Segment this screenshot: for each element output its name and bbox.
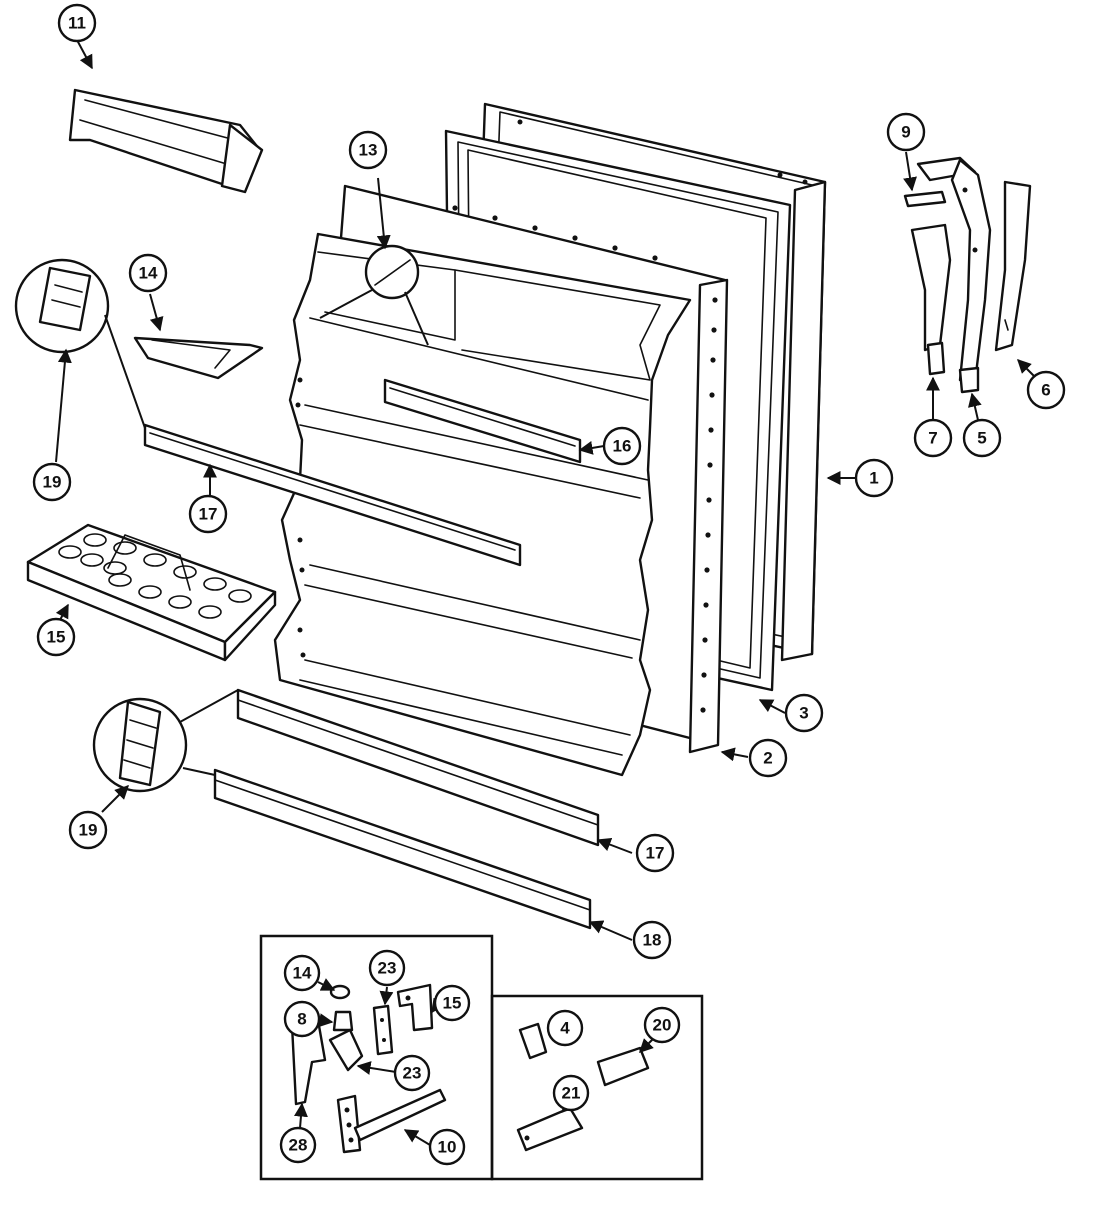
callout-10: 10	[428, 1128, 466, 1166]
svg-text:20: 20	[653, 1016, 672, 1035]
callout-8: 8	[283, 1000, 321, 1038]
svg-text:9: 9	[901, 123, 910, 142]
shelf-bar-upper-17	[143, 423, 522, 567]
callout-15: 15	[36, 617, 76, 657]
callout-9: 9	[886, 112, 926, 152]
svg-text:16: 16	[613, 437, 632, 456]
svg-text:6: 6	[1041, 381, 1050, 400]
hinge-cover-7	[910, 223, 952, 376]
svg-text:21: 21	[562, 1084, 581, 1103]
svg-text:8: 8	[297, 1010, 306, 1029]
callout-23-bottom: 23	[393, 1054, 431, 1092]
leader-lines	[55, 39, 1037, 941]
svg-text:23: 23	[378, 959, 397, 978]
callout-3: 3	[784, 693, 824, 733]
hinge-bracket-5	[950, 158, 992, 394]
svg-text:13: 13	[359, 141, 378, 160]
egg-tray	[26, 523, 277, 662]
svg-text:1: 1	[869, 469, 878, 488]
hinge-cover-6	[994, 180, 1032, 352]
butter-tray	[133, 336, 264, 380]
callout-2: 2	[748, 738, 788, 778]
callout-17-upper: 17	[188, 494, 228, 534]
callout-17-lower: 17	[635, 833, 675, 873]
svg-text:28: 28	[289, 1136, 308, 1155]
callout-13: 13	[348, 130, 388, 170]
callout-14-inset: 14	[283, 954, 321, 992]
callout-15-inset: 15	[433, 984, 471, 1022]
callout-18: 18	[632, 920, 672, 960]
callout-6: 6	[1026, 370, 1066, 410]
svg-text:14: 14	[139, 264, 158, 283]
svg-text:17: 17	[646, 844, 665, 863]
shelf-retainer-bar-16	[383, 378, 582, 464]
hardware-inset-right	[490, 994, 704, 1181]
detail-circle-upper	[14, 258, 146, 429]
svg-text:4: 4	[560, 1019, 570, 1038]
svg-text:2: 2	[763, 749, 772, 768]
svg-text:5: 5	[977, 429, 986, 448]
svg-text:19: 19	[43, 473, 62, 492]
callout-7: 7	[913, 418, 953, 458]
callout-19-lower: 19	[68, 810, 108, 850]
svg-text:19: 19	[79, 821, 98, 840]
callout-11: 11	[57, 3, 97, 43]
svg-text:23: 23	[403, 1064, 422, 1083]
callout-5: 5	[962, 418, 1002, 458]
inner-door-liner	[273, 232, 692, 777]
callout-20: 20	[643, 1006, 681, 1044]
callout-1: 1	[854, 458, 894, 498]
svg-text:10: 10	[438, 1138, 457, 1157]
svg-text:15: 15	[443, 994, 462, 1013]
callout-19-upper: 19	[32, 462, 72, 502]
callout-16: 16	[602, 426, 642, 466]
svg-text:11: 11	[68, 14, 86, 33]
svg-text:3: 3	[799, 704, 808, 723]
detail-circle-lower	[92, 689, 239, 793]
callout-23-top: 23	[368, 949, 406, 987]
svg-text:14: 14	[293, 964, 312, 983]
callout-14: 14	[128, 253, 168, 293]
svg-text:17: 17	[199, 505, 218, 524]
callout-21: 21	[552, 1074, 590, 1112]
detail-circle-13	[319, 177, 429, 346]
dairy-compartment-door	[68, 88, 264, 194]
svg-text:7: 7	[928, 429, 937, 448]
callout-4: 4	[546, 1009, 584, 1047]
svg-text:15: 15	[47, 628, 66, 647]
callout-28: 28	[279, 1126, 317, 1164]
svg-text:18: 18	[643, 931, 662, 950]
